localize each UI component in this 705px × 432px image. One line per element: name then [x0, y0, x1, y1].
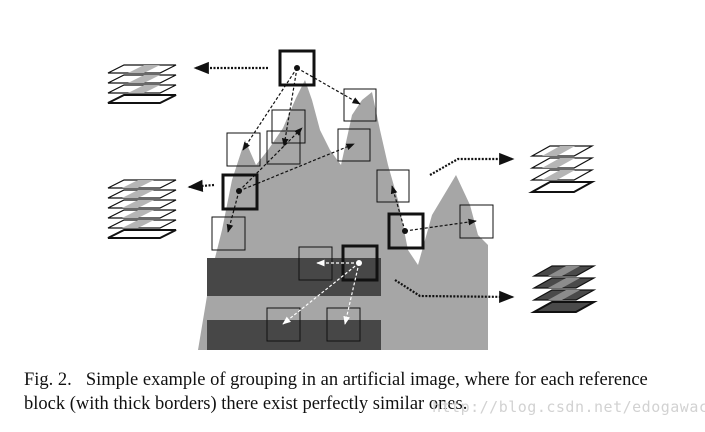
figure-label: Fig. 2.: [24, 370, 72, 390]
reference-block-top: [278, 49, 316, 87]
group-stack-middle-left: [107, 179, 177, 239]
similar-block: [266, 307, 301, 342]
mountain-shape: [198, 80, 488, 350]
similar-block: [266, 130, 301, 165]
figure-caption: Fig. 2.Simple example of grouping in an …: [24, 368, 684, 416]
grouping-diagram: [107, 49, 598, 350]
similar-block: [343, 88, 377, 122]
dark-band-lower: [207, 320, 381, 350]
arrows-band-reference: [282, 259, 360, 325]
reference-block-right: [387, 212, 425, 250]
grouping-arrows: [187, 61, 515, 304]
reference-points: [236, 65, 408, 266]
watermark: http://blog.csdn.net/edogawachia: [432, 398, 705, 416]
group-stack-top-right: [528, 145, 596, 193]
arrows-top-reference: [242, 67, 361, 151]
reference-block-left: [221, 173, 259, 211]
group-stack-top-left: [107, 64, 177, 104]
dark-band-upper: [207, 258, 381, 296]
caption-text: Simple example of grouping in an artific…: [24, 370, 648, 414]
arrows-left-reference: [226, 127, 355, 233]
similar-block: [337, 128, 371, 162]
group-stack-bottom-right: [530, 265, 598, 313]
similar-block: [376, 169, 410, 203]
similar-block: [459, 204, 494, 239]
arrows-right-reference: [390, 185, 477, 232]
similar-block: [211, 216, 246, 251]
similar-block: [226, 132, 261, 167]
similar-block: [326, 307, 361, 342]
